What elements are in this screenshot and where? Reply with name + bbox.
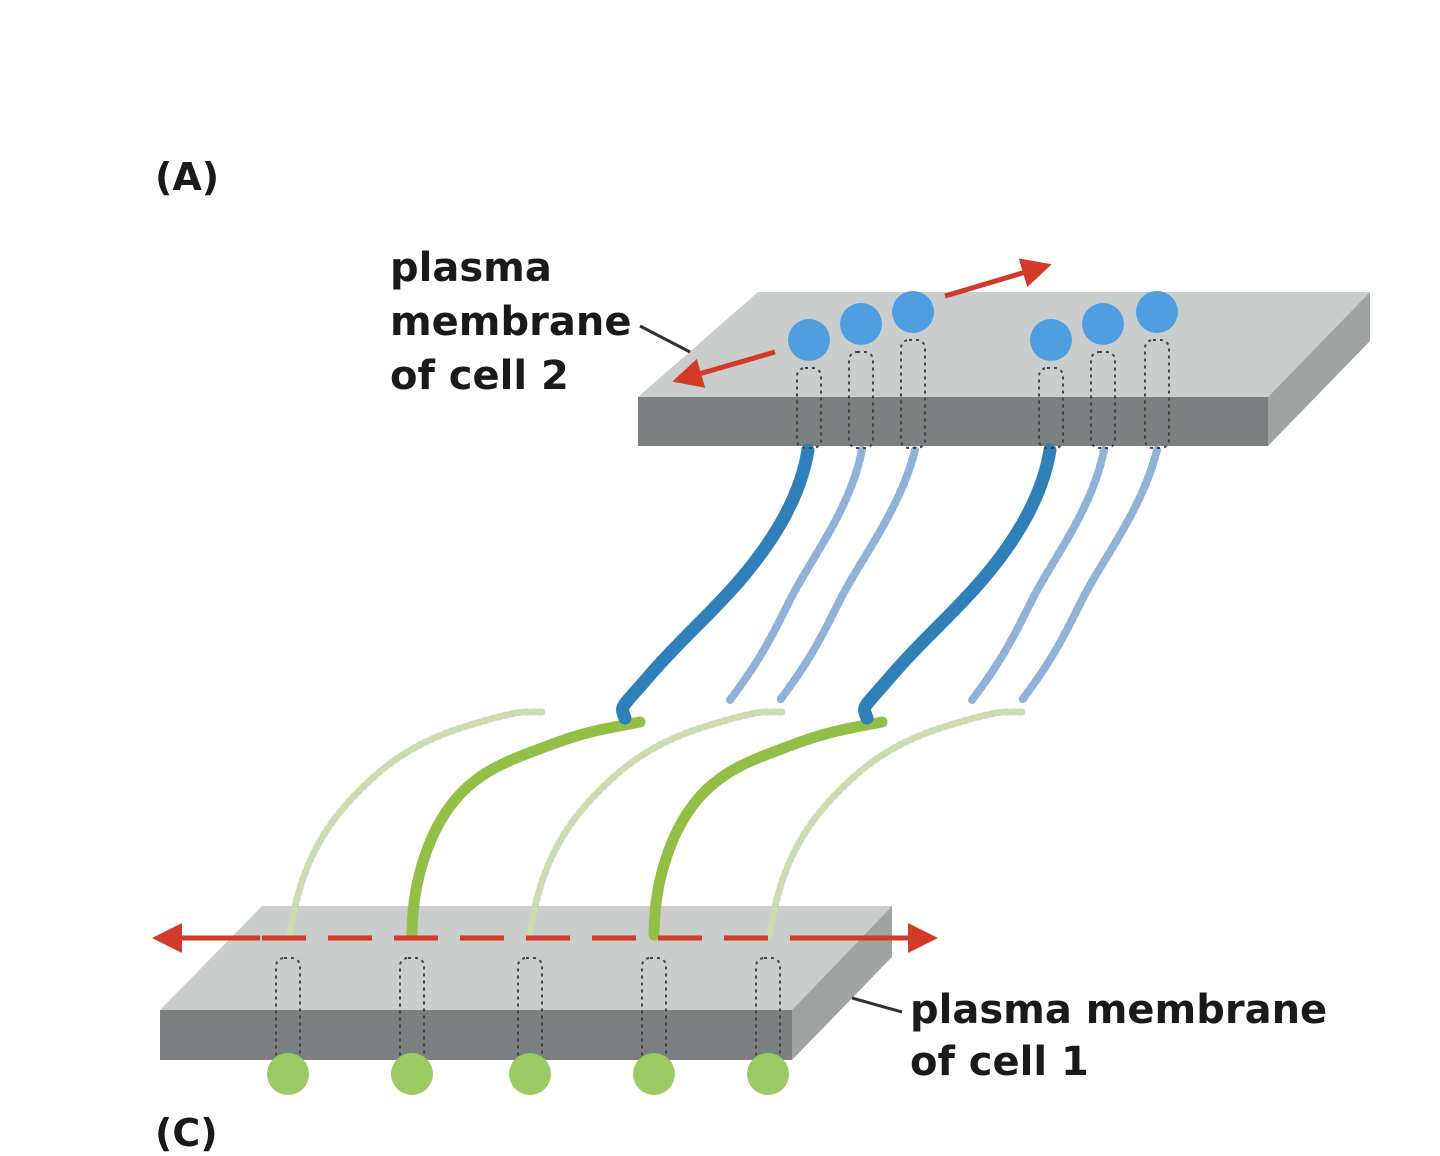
blue-cadherin-light-1 [726,446,866,704]
label-cell-1: plasma membrane of cell 1 [910,990,1327,1094]
label-cell-2: plasma membrane of cell 2 [390,248,631,410]
green-cadherin-light-2 [526,708,789,939]
blue-cadherin-light-2 [776,446,919,704]
blue-cadherin-light-group [726,446,1161,704]
membrane-cell-1 [160,906,892,1060]
green-cadherin-dark-2 [648,716,888,941]
green-head-5 [747,1053,789,1095]
membrane-cell-2-side-face [1268,292,1370,446]
top-transmembrane-links [796,339,1170,449]
blue-cadherin-dark-1 [616,443,815,725]
blue-head-2 [840,303,882,345]
green-head-4 [633,1053,675,1095]
green-cadherin-dark-group [406,716,888,941]
blue-heads [788,291,1178,361]
bottom-link-5 [755,957,781,1063]
leader-cell-2 [639,324,691,354]
top-arrow-left [672,349,776,388]
bottom-link-3 [517,957,543,1063]
green-head-1 [267,1053,309,1095]
membrane-cell-2-front-face [638,397,1268,446]
top-link-1 [796,367,822,449]
green-cadherin-light-3 [766,708,1029,939]
label-cell-2-line-2: membrane [390,299,632,345]
bottom-link-2 [399,957,425,1063]
blue-cadherin-dark-group [616,443,1057,725]
blue-head-4 [1030,319,1072,361]
blue-cadherin-light-4 [1018,446,1161,704]
green-heads [267,1053,789,1095]
leader-lines [639,324,903,1014]
blue-cadherin-dark-2 [858,443,1057,725]
green-cadherin-light-group [286,708,1029,939]
label-cell-2-line-3: of cell 2 [390,353,569,399]
label-cell-2-line-1: plasma [390,245,552,291]
top-link-4 [1038,367,1064,449]
green-head-3 [509,1053,551,1095]
top-link-6 [1144,339,1170,449]
leader-cell-1 [851,996,903,1014]
bottom-transmembrane-links [275,957,781,1063]
bottom-link-4 [641,957,667,1063]
top-arrows [672,258,1052,388]
blue-head-3 [892,291,934,333]
panel-label-a: (A) [155,155,220,199]
green-head-2 [391,1053,433,1095]
blue-head-6 [1136,291,1178,333]
panel-label-c: (C) [155,1111,218,1155]
green-cadherin-dark-1 [406,716,646,941]
label-cell-1-line-1: plasma membrane [910,987,1328,1033]
bottom-link-1 [275,957,301,1063]
membrane-cell-1-side-face [792,906,892,1060]
membrane-cell-1-front-face [160,1010,792,1060]
blue-cadherin-light-3 [968,446,1108,704]
top-arrow-right [944,258,1052,299]
membrane-cell-2 [638,292,1370,446]
blue-head-1 [788,319,830,361]
membrane-cell-2-top-face [638,292,1370,397]
green-cadherin-light-1 [286,708,549,939]
label-cell-1-line-2: of cell 1 [910,1039,1089,1085]
blue-head-5 [1082,303,1124,345]
top-link-3 [900,339,926,449]
